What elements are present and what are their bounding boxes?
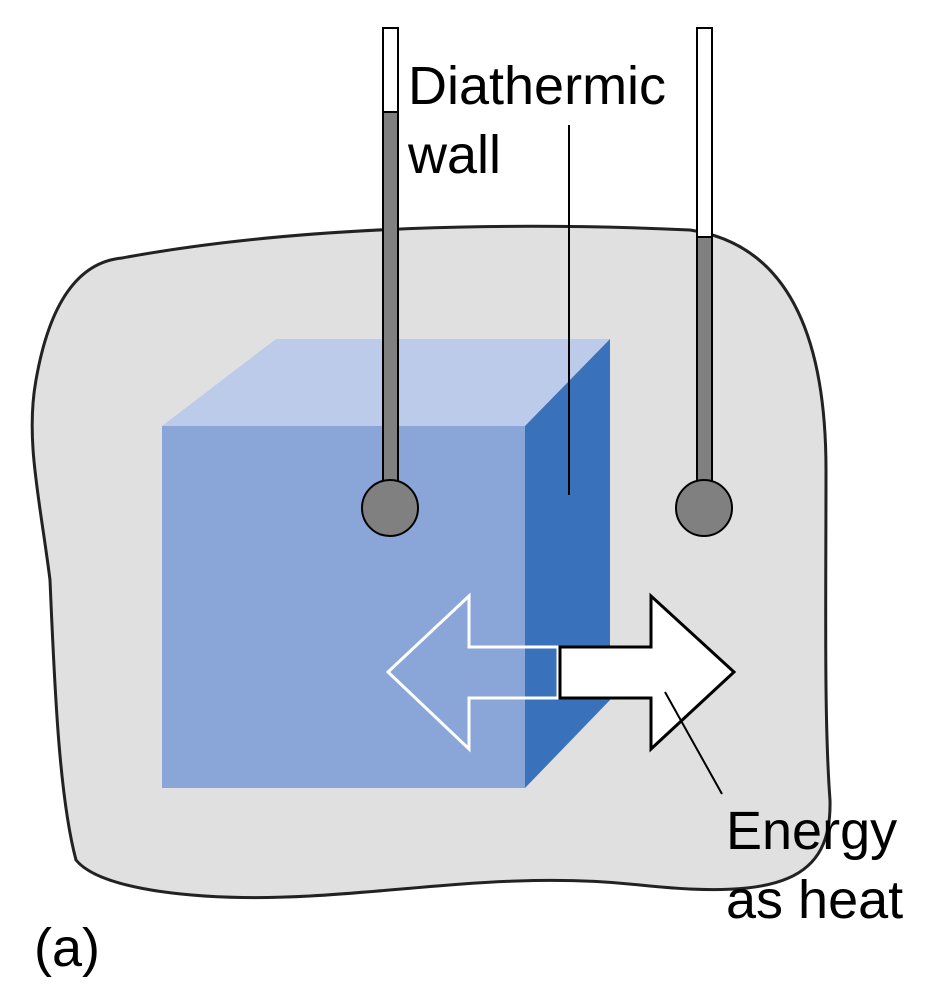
thermometer-surroundings-bulb — [675, 479, 733, 537]
system-block — [162, 339, 610, 788]
thermometer-surroundings — [675, 27, 733, 537]
thermometer-system-column — [382, 111, 399, 485]
thermometer-system — [361, 27, 419, 537]
heat-arrow-right — [558, 592, 737, 753]
panel-label: (a) — [34, 918, 100, 978]
wall-label-line1: Diathermic — [408, 56, 666, 116]
thermometer-system-bulb — [361, 479, 419, 537]
wall-label-line2: wall — [407, 125, 501, 185]
heat-arrow-left — [385, 592, 560, 753]
energy-leader-line — [664, 691, 723, 795]
thermometer-surroundings-column — [696, 236, 713, 485]
energy-label-line2: as heat — [726, 870, 903, 930]
energy-label-line1: Energy — [726, 801, 897, 861]
block-front-face — [162, 426, 525, 788]
